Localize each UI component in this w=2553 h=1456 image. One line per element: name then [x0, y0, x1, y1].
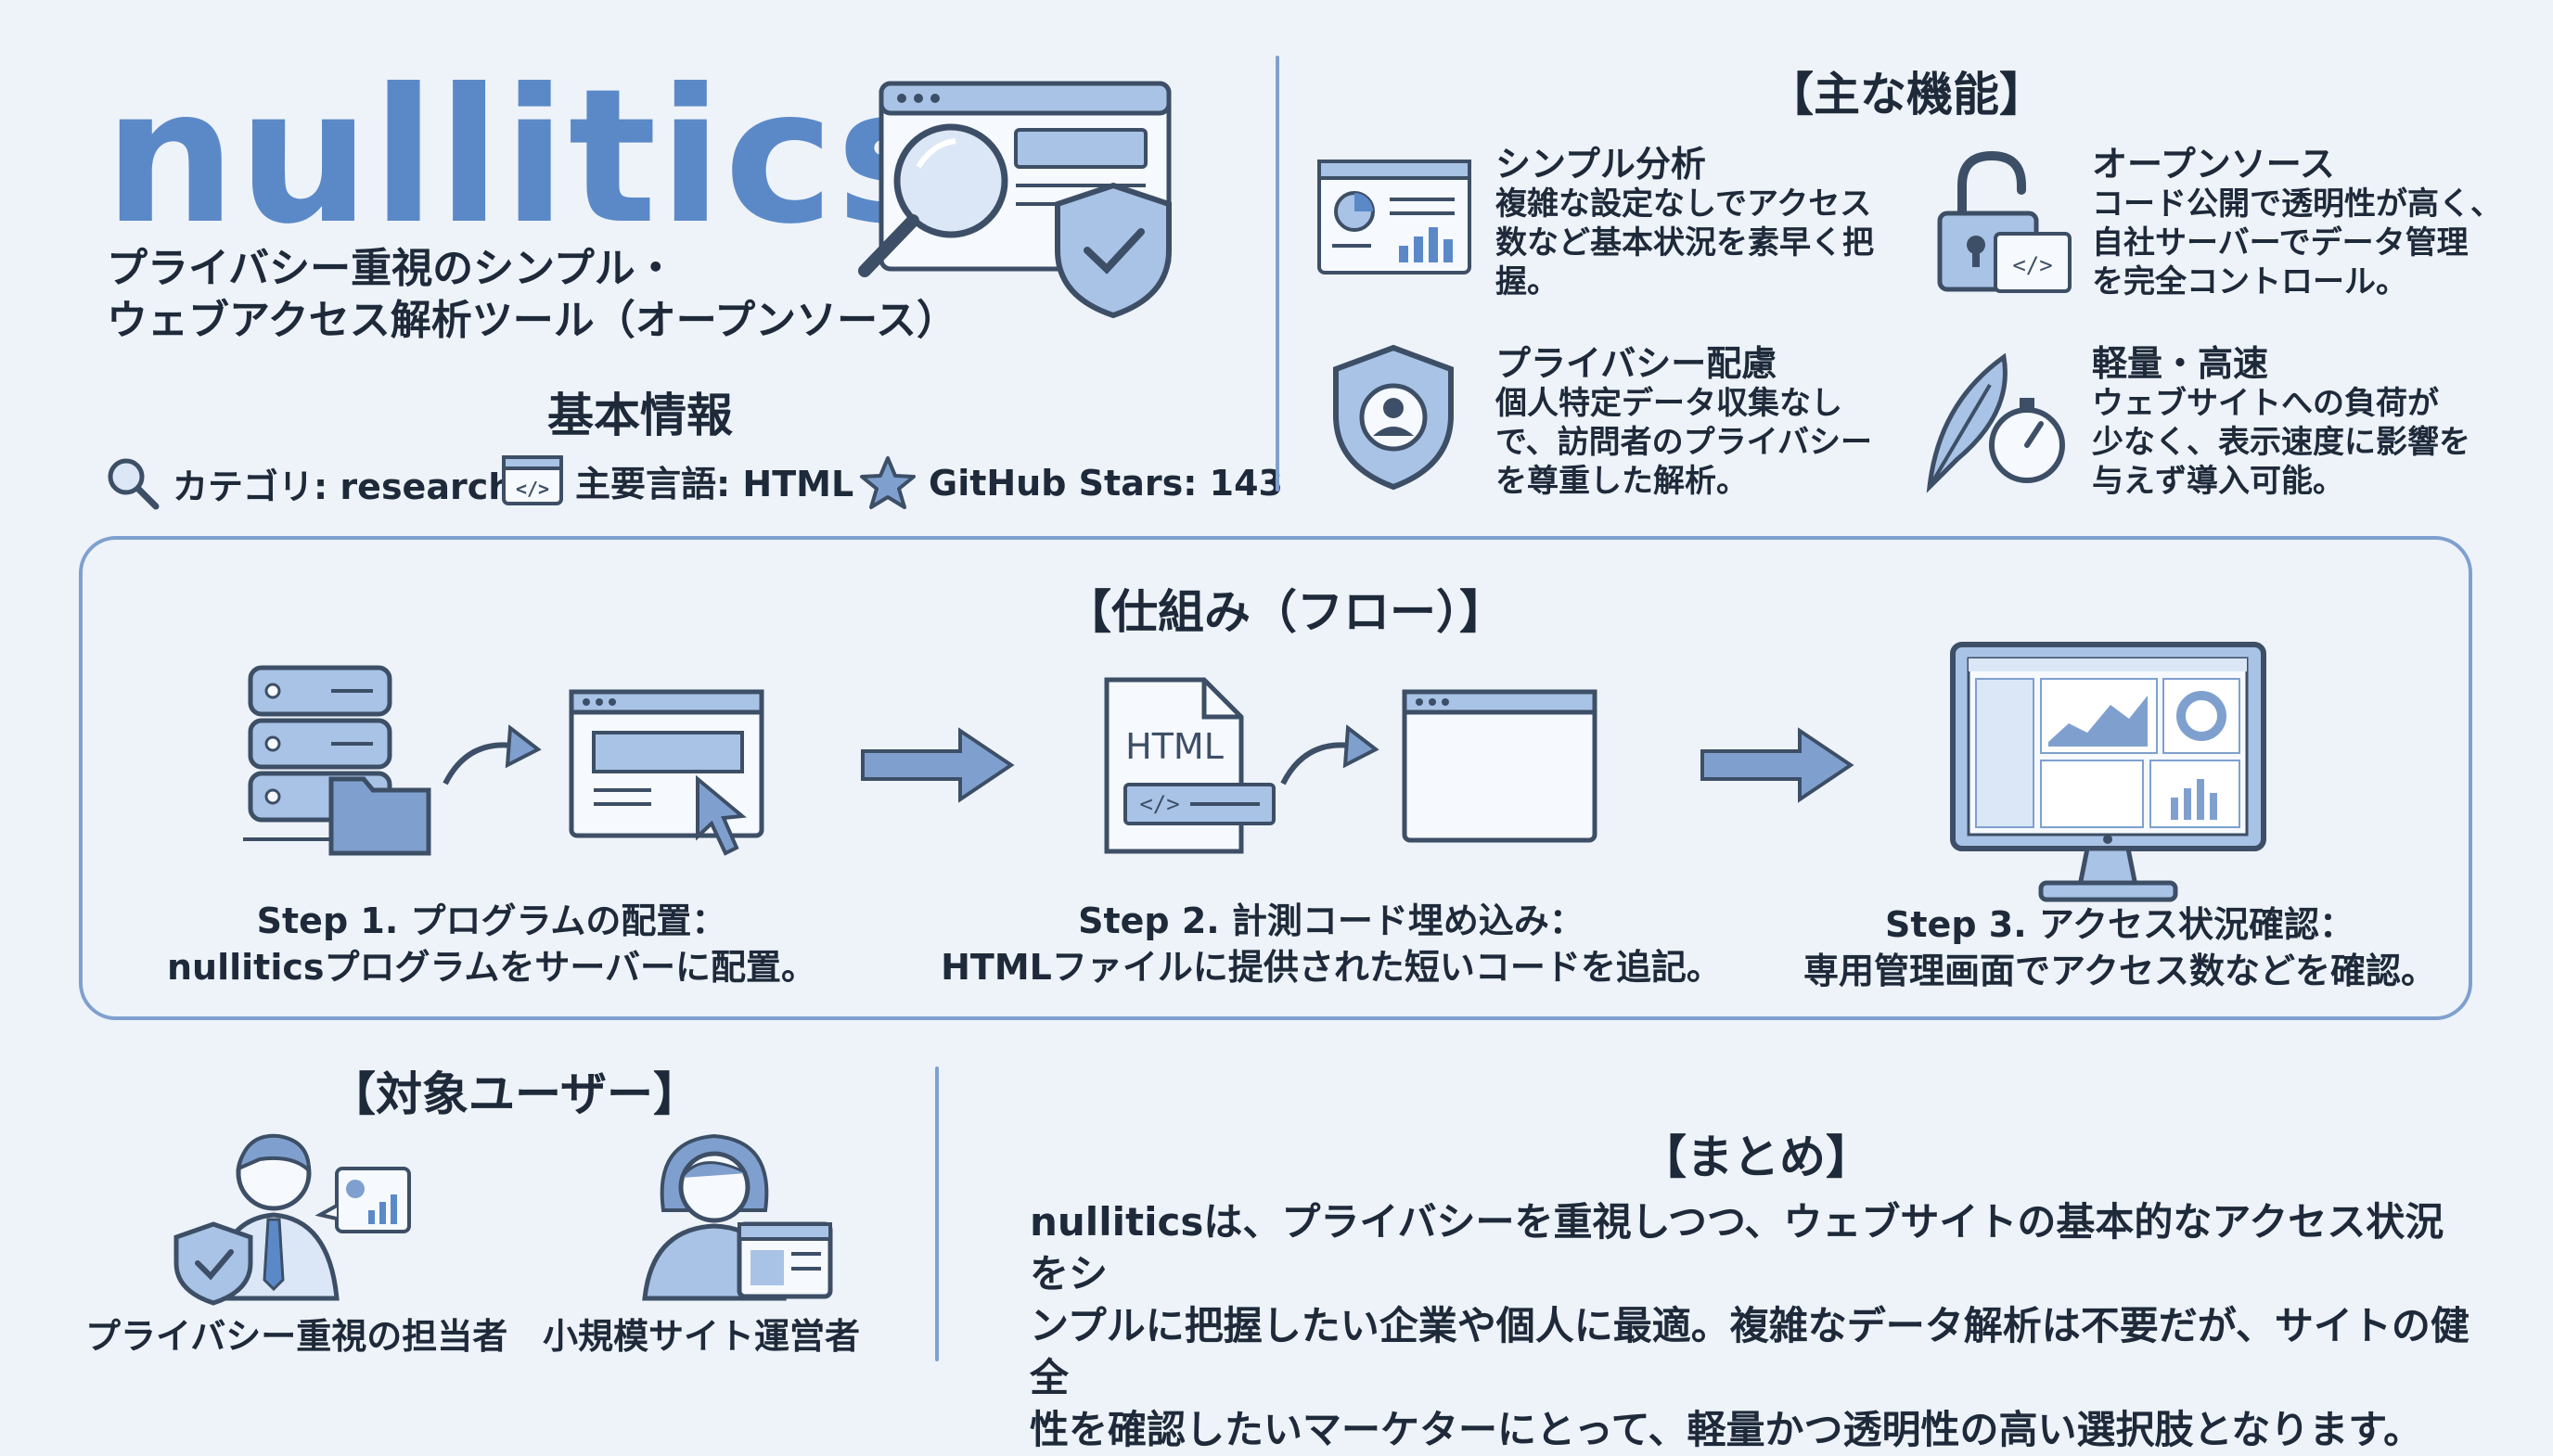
feature-desc-line: 自社サーバーでデータ管理	[2092, 224, 2469, 262]
meta-stars: GitHub Stars: 143	[858, 454, 1283, 512]
flow-step-2: Step 2. 計測コード埋め込み： HTMLファイルに提供された短いコードを追…	[918, 898, 1744, 990]
feature-desc-line: コード公開で透明性が高く、	[2092, 185, 2502, 223]
summary-line: 性を確認したいマーケターにとって、軽量かつ透明性の高い選択肢となります。	[1030, 1407, 2423, 1452]
privacy-shield-icon	[1333, 344, 1454, 491]
users-title: 【対象ユーザー】	[329, 1067, 699, 1121]
meta-category: カテゴリ: research	[104, 454, 513, 512]
divider-vertical	[1276, 56, 1279, 492]
feature-open-source: オープンソース コード公開で透明性が高く、 自社サーバーでデータ管理 を完全コン…	[2092, 144, 2502, 301]
feature-desc-line: 数など基本状況を素早く把	[1495, 224, 1874, 262]
open-lock-icon: </>	[1937, 150, 2072, 293]
subtitle-line-2: ウェブアクセス解析ツール（オープンソース）	[107, 297, 957, 344]
feature-desc-line: 少なく、表示速度に影響を	[2092, 424, 2470, 461]
flow-step-1: Step 1. プログラムの配置： nulliticsプログラムをサーバーに配置…	[158, 898, 826, 990]
step-heading: Step 1. プログラムの配置：	[256, 900, 727, 941]
privacy-officer-icon	[173, 1133, 411, 1306]
svg-text:</>: </>	[1139, 791, 1179, 817]
code-window-icon: </>	[502, 455, 563, 505]
feature-desc-line: 握。	[1495, 263, 1559, 300]
summary-text: nulliticsは、プライバシーを重視しつつ、ウェブサイトの基本的なアクセス状…	[1030, 1196, 2477, 1456]
svg-text:</>: </>	[516, 478, 549, 500]
app-subtitle: プライバシー重視のシンプル・ ウェブアクセス解析ツール（オープンソース）	[107, 243, 957, 347]
step-heading: Step 3. アクセス状況確認：	[1885, 904, 2354, 945]
feature-title: 軽量・高速	[2092, 343, 2269, 384]
subtitle-line-1: プライバシー重視のシンプル・	[107, 245, 676, 292]
server-folder-icon	[243, 665, 431, 856]
language-text: 主要言語: HTML	[575, 463, 854, 504]
curved-arrow-icon	[1280, 724, 1379, 785]
dashboard-monitor-icon	[1950, 642, 2266, 902]
browser-click-icon	[569, 689, 764, 856]
feature-desc-line: 複雑な設定なしでアクセス	[1495, 185, 1872, 223]
blank-browser-icon	[1402, 689, 1597, 843]
feature-title: プライバシー配慮	[1495, 343, 1777, 384]
feature-desc-line: を完全コントロール。	[2092, 263, 2407, 300]
flow-panel	[79, 536, 2472, 1020]
site-operator-icon	[642, 1133, 833, 1301]
step-description: nulliticsプログラムをサーバーに配置。	[167, 947, 816, 988]
feature-lightweight: 軽量・高速 ウェブサイトへの負荷が 少なく、表示速度に影響を 与えず導入可能。	[2092, 343, 2470, 501]
search-icon	[108, 458, 160, 510]
feature-privacy: プライバシー配慮 個人特定データ収集なし で、訪問者のプライバシー を尊重した解…	[1495, 343, 1872, 501]
arrow-right-icon	[1700, 727, 1854, 803]
feature-desc-line: 個人特定データ収集なし	[1495, 385, 1842, 422]
feature-desc-line: 与えず導入可能。	[2092, 463, 2344, 500]
summary-line: nulliticsは、プライバシーを重視しつつ、ウェブサイトの基本的なアクセス状…	[1030, 1199, 2444, 1296]
feature-simple-analysis: シンプル分析 複雑な設定なしでアクセス 数など基本状況を素早く把 握。	[1495, 144, 1874, 301]
step-description: 専用管理画面でアクセス数などを確認。	[1802, 951, 2437, 991]
curved-arrow-icon	[443, 724, 542, 785]
analytics-window-icon	[1317, 160, 1471, 275]
feature-desc-line: を尊重した解析。	[1495, 463, 1748, 500]
user-privacy-officer: プライバシー重視の担当者	[85, 1316, 508, 1357]
category-text: カテゴリ: research	[173, 466, 514, 507]
summary-title: 【まとめ】	[1640, 1130, 1872, 1184]
feature-desc-line: で、訪問者のプライバシー	[1495, 424, 1872, 461]
feature-desc-line: ウェブサイトへの負荷が	[2092, 385, 2439, 422]
browser-search-shield-icon	[858, 81, 1172, 319]
meta-language: </> 主要言語: HTML	[501, 454, 853, 506]
feature-title: オープンソース	[2092, 144, 2335, 185]
flow-step-3: Step 3. アクセス状況確認： 専用管理画面でアクセス数などを確認。	[1781, 901, 2458, 994]
summary-line: ンプルに把握したい企業や個人に最適。複雑なデータ解析は不要だが、サイトの健全	[1030, 1303, 2470, 1400]
flow-title: 【仕組み（フロー）】	[1065, 585, 1506, 639]
step-heading: Step 2. 計測コード埋め込み：	[1078, 900, 1584, 941]
star-icon	[860, 456, 916, 509]
basic-info-title: 基本情報	[547, 389, 733, 442]
arrow-right-icon	[861, 727, 1015, 803]
divider-vertical	[935, 1066, 939, 1361]
svg-text:</>: </>	[2012, 252, 2052, 278]
user-site-operator: 小規模サイト運営者	[543, 1316, 861, 1357]
features-title: 【主な機能】	[1767, 68, 2046, 121]
feature-title: シンプル分析	[1495, 144, 1706, 185]
stars-text: GitHub Stars: 143	[929, 463, 1283, 504]
app-logo: nullitics	[104, 49, 949, 265]
feather-stopwatch-icon	[1926, 352, 2065, 493]
step-description: HTMLファイルに提供された短いコードを追記。	[941, 947, 1722, 988]
html-file-icon: HTML </>	[1104, 677, 1276, 854]
html-file-label: HTML	[1125, 726, 1224, 767]
